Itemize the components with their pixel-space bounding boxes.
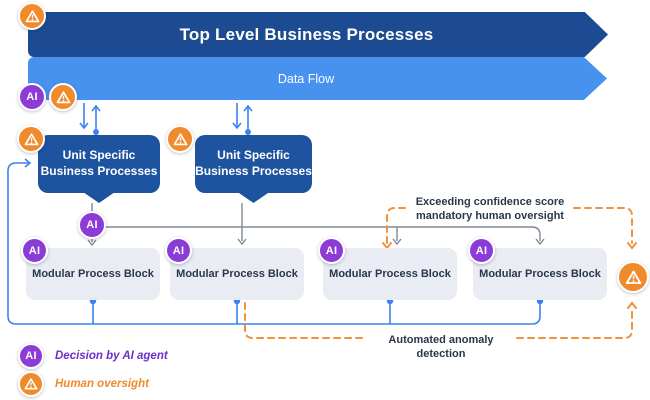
modular-block-2: Modular Process Block [170,248,304,300]
data-flow-banner: Data Flow [28,57,607,100]
ai-badge-text: AI [26,91,38,103]
unit-box-1-pointer [83,192,115,203]
unit-box-1: Unit Specific Business Processes [38,135,160,203]
confidence-annotation-line1: Exceeding confidence score [415,196,565,208]
ai-decision-icon: AI [18,83,46,111]
confidence-annotation-line2: mandatory human oversight [416,209,564,222]
legend-ai-icon: AI [18,343,44,369]
modular-block-3-label: Modular Process Block [329,268,451,280]
ai-decision-icon: AI [468,237,495,264]
modular-block-4-label: Modular Process Block [479,268,601,280]
modular-block-1: Modular Process Block [26,248,160,300]
confidence-annotation: Exceeding confidence score mandatory hum… [398,196,582,223]
legend-warning-icon [18,371,44,397]
ai-decision-icon: AI [318,237,345,264]
warning-icon [617,261,649,293]
top-level-banner-label: Top Level Business Processes [179,24,434,44]
ai-decision-icon: AI [78,211,106,239]
ai-badge-text: AI [25,350,37,362]
modular-block-3: Modular Process Block [323,248,457,300]
anomaly-annotation: Automated anomaly detection [388,334,494,360]
modular-block-2-label: Modular Process Block [176,268,298,280]
top-level-banner: Top Level Business Processes [28,12,608,57]
warning-icon [18,2,46,30]
warning-icon [166,125,194,153]
unit-box-2-pointer [237,192,270,203]
anomaly-detection-dashed-line [244,302,633,339]
feedback-loop-line [7,158,541,325]
ai-decision-icon: AI [165,237,192,264]
modular-block-4: Modular Process Block [473,248,607,300]
unit-box-2: Unit Specific Business Processes [195,135,312,203]
data-flow-banner-label: Data Flow [277,71,335,86]
ai-badge-text: AI [28,244,41,257]
warning-icon [17,125,45,153]
unit-box-1-label: Unit Specific Business Processes [40,148,158,178]
ai-badge-text: AI [172,244,185,257]
unit-box-2-label: Unit Specific Business Processes [195,148,312,178]
confidence-oversight-dashed-line [386,207,633,244]
ai-badge-text: AI [86,219,98,231]
ai-decision-icon: AI [21,237,48,264]
warning-icon [49,83,77,111]
ai-badge-text: AI [325,244,338,257]
modular-block-1-label: Modular Process Block [32,268,154,280]
dataflow-unit-arrows [79,103,253,133]
legend-human-label: Human oversight [55,378,149,390]
legend-ai-label: Decision by AI agent [55,350,168,362]
unit-to-modular-lines [87,203,545,247]
ai-badge-text: AI [475,244,488,257]
